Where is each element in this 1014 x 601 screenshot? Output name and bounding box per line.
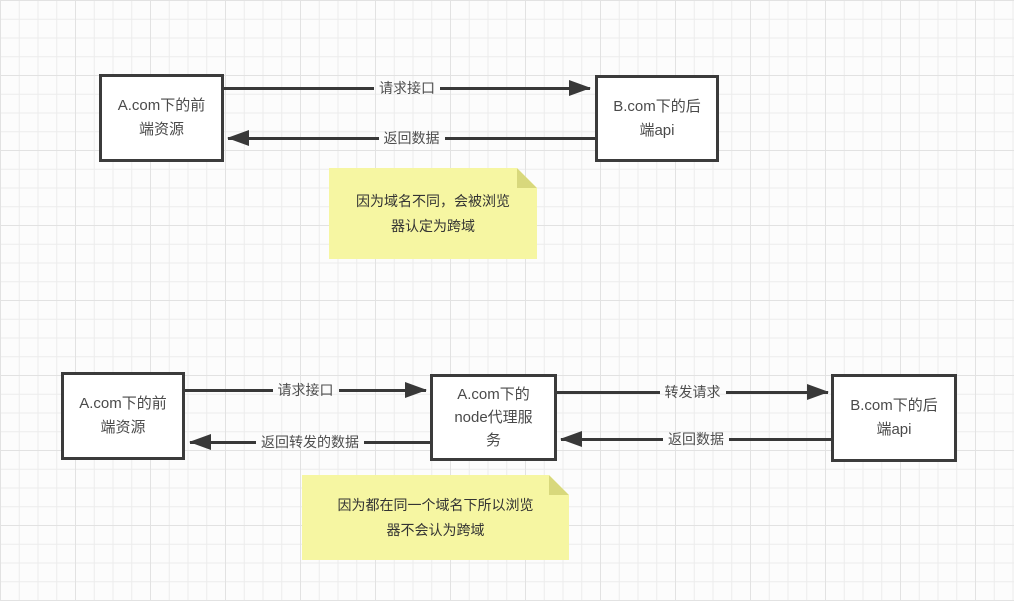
note-fold-corner bbox=[517, 168, 537, 188]
arrow-line bbox=[185, 388, 273, 392]
arrowhead-left-icon bbox=[227, 130, 249, 146]
arrow-label: 请求接口 bbox=[379, 80, 435, 96]
arrow-line bbox=[725, 390, 828, 394]
box-a-frontend-bottom: A.com下的前 端资源 bbox=[61, 372, 185, 460]
note-fold-corner bbox=[549, 475, 569, 495]
note-text: 因为都在同一个域名下所以浏览 器不会认为跨域 bbox=[337, 496, 534, 538]
arrow-label: 返回转发的数据 bbox=[261, 434, 359, 450]
box-b-backend-top: B.com下的后 端api bbox=[595, 75, 719, 162]
box-b-backend-top-label: B.com下的后 端api bbox=[613, 97, 701, 139]
arrow-line bbox=[557, 390, 660, 394]
arrow-line bbox=[190, 440, 256, 444]
arrowhead-left-icon bbox=[189, 434, 211, 450]
arrow-request-bottom: 请求接口 bbox=[185, 380, 427, 400]
arrow-line bbox=[228, 136, 379, 140]
box-a-frontend-top-label: A.com下的前 端资源 bbox=[117, 97, 206, 138]
arrow-return-forwarded: 返回转发的数据 bbox=[189, 432, 430, 452]
arrow-return-top: 返回数据 bbox=[227, 128, 595, 148]
arrow-label: 返回数据 bbox=[668, 431, 724, 447]
arrow-label: 返回数据 bbox=[383, 130, 440, 146]
box-a-frontend-top: A.com下的前 端资源 bbox=[99, 74, 224, 162]
sticky-note-top: 因为域名不同，会被浏览 器认定为跨域 bbox=[329, 168, 537, 259]
arrow-line bbox=[440, 86, 590, 90]
box-node-proxy: A.com下的 node代理服 务 bbox=[430, 374, 557, 461]
arrowhead-right-icon bbox=[405, 382, 427, 398]
arrow-line bbox=[444, 136, 595, 140]
box-b-backend-bottom: B.com下的后 端api bbox=[831, 374, 957, 462]
arrow-line bbox=[729, 437, 831, 441]
arrowhead-right-icon bbox=[569, 80, 591, 96]
arrowhead-left-icon bbox=[560, 431, 582, 447]
arrow-label: 请求接口 bbox=[277, 382, 334, 398]
arrowhead-right-icon bbox=[807, 384, 829, 400]
arrow-line bbox=[338, 388, 426, 392]
arrow-return-bottom: 返回数据 bbox=[560, 429, 831, 449]
arrow-line bbox=[224, 86, 374, 90]
box-a-frontend-bottom-label: A.com下的前 端资源 bbox=[79, 395, 167, 436]
box-node-proxy-label: A.com下的 node代理服 务 bbox=[454, 386, 533, 449]
box-b-backend-bottom-label: B.com下的后 端api bbox=[850, 397, 938, 438]
arrow-forward-request: 转发请求 bbox=[557, 382, 829, 402]
sticky-note-bottom: 因为都在同一个域名下所以浏览 器不会认为跨域 bbox=[302, 475, 569, 560]
arrow-line bbox=[364, 440, 430, 444]
arrow-request-top: 请求接口 bbox=[224, 78, 591, 98]
note-text: 因为域名不同，会被浏览 器认定为跨域 bbox=[356, 192, 510, 234]
arrow-label: 转发请求 bbox=[664, 384, 721, 400]
arrow-line bbox=[561, 437, 663, 441]
